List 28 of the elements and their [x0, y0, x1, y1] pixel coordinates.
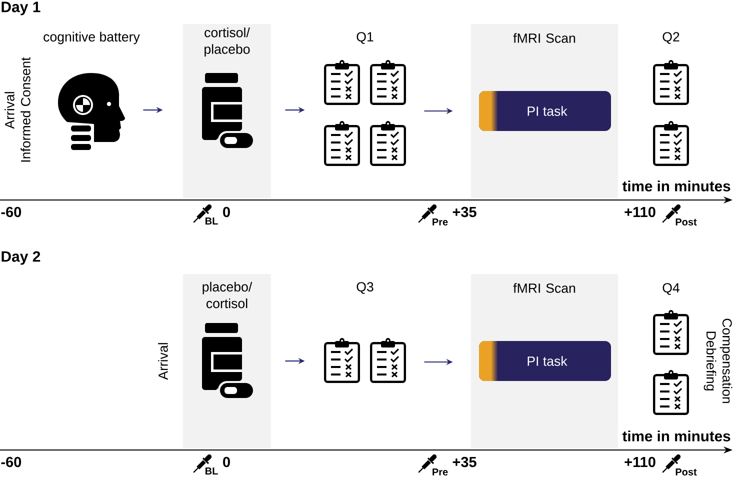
axis-title: time in minutes — [622, 430, 730, 442]
tick-label: -60 — [1, 206, 22, 218]
sample-subscript: BL — [206, 218, 218, 224]
day-heading: Day 1 — [2, 2, 40, 16]
event-label: Informed Consent — [20, 57, 30, 162]
task-bar: PI task — [479, 91, 611, 131]
step-heading: Q3 — [356, 282, 374, 294]
sample-subscript: Post — [676, 468, 697, 476]
sample-subscript: BL — [206, 468, 218, 474]
event-label: Debriefing — [704, 332, 716, 390]
day-heading: Day 2 — [2, 251, 40, 265]
tick-label: +110 — [624, 456, 656, 468]
tick-label: +35 — [452, 206, 476, 218]
event-label: Arrival — [158, 343, 168, 380]
event-label: Arrival — [4, 92, 14, 129]
sample-subscript: Pre — [432, 468, 448, 476]
step-heading: cognitive battery — [44, 32, 140, 44]
tick-label: +110 — [624, 206, 656, 218]
step-heading: Q2 — [662, 32, 680, 44]
sample-subscript: Pre — [432, 218, 448, 226]
task-bar: PI task — [479, 341, 611, 381]
step-heading: Q1 — [356, 32, 374, 44]
event-label: Compensation — [720, 318, 732, 404]
tick-label: -60 — [1, 456, 22, 468]
sample-subscript: Post — [676, 218, 697, 226]
axis-title: time in minutes — [622, 180, 730, 192]
tick-label: +35 — [452, 456, 476, 468]
step-heading: Q4 — [662, 283, 680, 295]
